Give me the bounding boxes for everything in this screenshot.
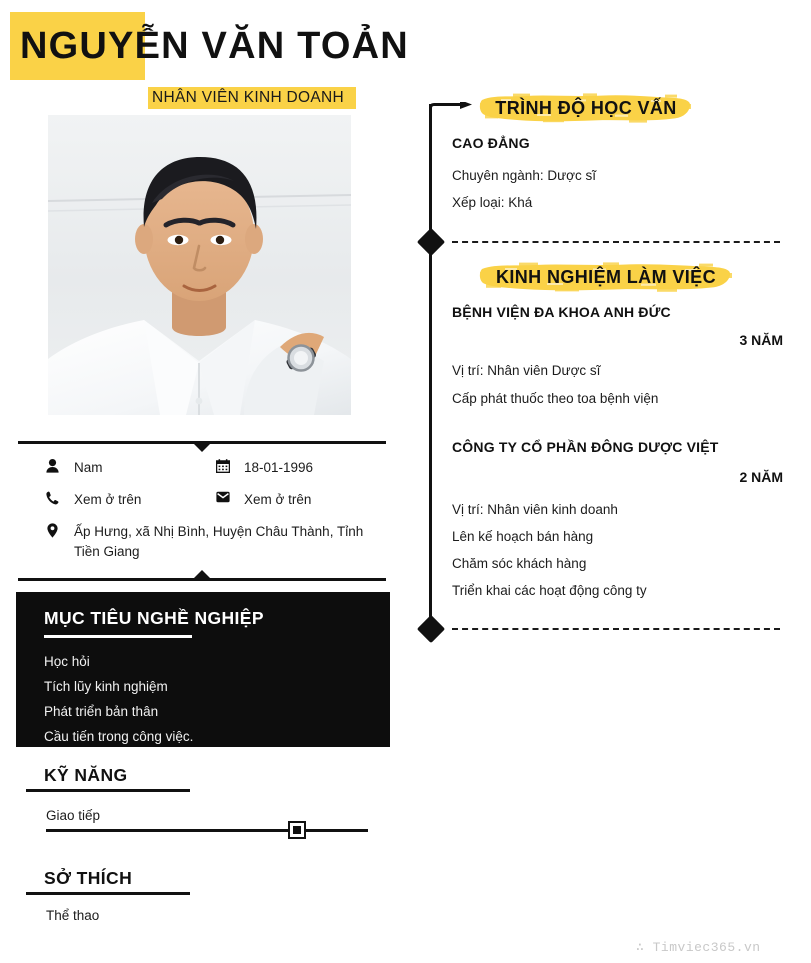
experience-detail: Lên kế hoạch bán hàng [452,529,594,544]
education-title: TRÌNH ĐỘ HỌC VẤN [495,98,677,118]
job-title: NHÂN VIÊN KINH DOANH [152,89,345,106]
name-highlight-bar [10,12,145,80]
career-objective-section: MỤC TIÊU NGHỀ NGHIỆP Học hỏi Tích lũy ki… [16,592,390,747]
timeline-node-diamond [416,227,445,257]
contact-birthdate: 18-01-1996 [214,458,313,478]
timeline-arrow-icon [429,102,477,116]
skill-level-slider[interactable] [46,823,368,837]
contact-row: Nam 18-01-1996 [44,458,394,478]
experience-company: CÔNG TY CỔ PHẦN ĐÔNG DƯỢC VIỆT [452,439,719,455]
experience-company: BỆNH VIỆN ĐA KHOA ANH ĐỨC [452,304,671,320]
contact-info: Nam 18-01-1996 Xem ở trên Xem ở trên [44,458,394,574]
contact-email: Xem ở trên [214,490,311,510]
contact-phone: Xem ở trên [44,490,214,510]
contact-divider-bottom [18,569,386,581]
skills-underline [26,789,190,792]
education-detail: Xếp loại: Khá [452,195,533,210]
contact-divider-top [18,441,386,452]
experience-detail: Chăm sóc khách hàng [452,556,587,571]
experience-title: KINH NGHIỆM LÀM VIỆC [495,267,716,287]
phone-icon [44,490,61,505]
calendar-icon [214,458,231,473]
profile-photo [48,115,351,415]
timeline-dashed-separator [452,628,780,630]
experience-detail: Vị trí: Nhân viên Dược sĩ [452,363,601,378]
hobbies-title: SỞ THÍCH [44,868,133,888]
timeline-dashed-separator [452,241,780,243]
contact-phone-value: Xem ở trên [74,492,142,507]
skill-slider-handle[interactable] [290,823,305,837]
hobby-item: Thể thao [46,908,100,923]
envelope-icon [214,490,231,503]
timeline-vertical-line [429,104,432,640]
location-pin-icon [44,522,61,538]
education-title-banner: TRÌNH ĐỘ HỌC VẤN [479,93,693,123]
contact-gender-value: Nam [74,460,103,475]
career-objective-underline [44,635,192,638]
contact-birthdate-value: 18-01-1996 [244,460,314,475]
site-watermark: ∴ Timviec365.vn [636,940,761,955]
career-objective-item: Phát triển bản thân [44,703,159,719]
contact-email-value: Xem ở trên [244,492,312,507]
career-objective-item: Tích lũy kinh nghiệm [44,678,168,694]
contact-gender: Nam [44,458,214,478]
candidate-name: NGUYỄN VĂN TOẢN [20,25,409,67]
career-objective-item: Cầu tiến trong công việc. [44,728,194,744]
person-icon [44,458,61,473]
timeline-node-diamond [416,614,445,644]
experience-detail: Cấp phát thuốc theo toa bệnh viện [452,391,659,406]
skills-title: KỸ NĂNG [44,765,128,785]
triangle-up-icon [193,569,211,579]
contact-address: Ấp Hưng, xã Nhị Bình, Huyện Châu Thành, … [44,522,394,562]
career-objective-item: Học hỏi [44,653,90,669]
experience-detail: Vị trí: Nhân viên kinh doanh [452,502,618,517]
experience-detail: Triển khai các hoạt động công ty [452,583,647,598]
hobbies-underline [26,892,190,895]
experience-duration: 2 NĂM [739,469,783,485]
career-objective-title: MỤC TIÊU NGHỀ NGHIỆP [44,608,264,628]
job-title-highlight-bar [148,87,356,109]
contact-row: Xem ở trên Xem ở trên [44,490,394,510]
contact-address-value: Ấp Hưng, xã Nhị Bình, Huyện Châu Thành, … [74,524,364,559]
education-detail: Chuyên ngành: Dược sĩ [452,168,596,183]
skill-label: Giao tiếp [46,808,101,823]
experience-duration: 3 NĂM [739,332,783,348]
education-degree: CAO ĐẲNG [452,135,530,151]
triangle-down-icon [193,443,211,452]
experience-title-banner: KINH NGHIỆM LÀM VIỆC [479,262,733,292]
